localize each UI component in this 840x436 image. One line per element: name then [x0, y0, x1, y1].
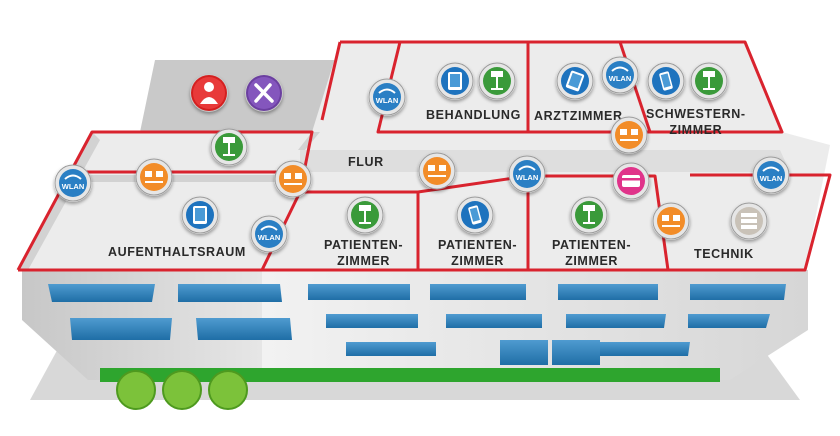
medical-cart-icon: [570, 196, 608, 234]
tools-icon: [245, 74, 283, 112]
wlan-label: WLAN: [376, 96, 399, 105]
room-label-flur: FLUR: [348, 155, 384, 169]
wlan-icon: WLAN: [368, 78, 406, 116]
medical-cart-icon: [346, 196, 384, 234]
medical-cart-icon: [210, 128, 248, 166]
room-label-patientenzimmer-c: PATIENTEN- ZIMMER: [552, 237, 631, 269]
room-label-arztzimmer: ARZTZIMMER: [534, 109, 623, 123]
medical-cart-icon: [690, 62, 728, 100]
wlan-label: WLAN: [516, 173, 539, 182]
wlan-icon: WLAN: [752, 156, 790, 194]
room-label-line: PATIENTEN-: [438, 238, 518, 252]
room-label-line: ZIMMER: [669, 123, 723, 137]
network-icon: [418, 152, 456, 190]
wlan-icon: WLAN: [54, 164, 92, 202]
network-icon: [610, 116, 648, 154]
wlan-icon: WLAN: [250, 215, 288, 253]
server-icon: [730, 202, 768, 240]
room-label-line: ZIMMER: [565, 254, 619, 268]
medical-cart-icon: [478, 62, 516, 100]
tablet-icon: [436, 62, 474, 100]
network-icon: [135, 158, 173, 196]
wlan-icon: WLAN: [508, 155, 546, 193]
lawn-strip: [100, 368, 720, 382]
doctor-person-icon: [190, 74, 228, 112]
room-label-behandlung: BEHANDLUNG: [426, 108, 521, 122]
room-label-line: SCHWESTERN-: [646, 107, 746, 121]
wlan-label: WLAN: [62, 182, 85, 191]
room-label-line: ZIMMER: [451, 254, 505, 268]
access-card-icon: [612, 162, 650, 200]
bushes: [116, 370, 248, 410]
room-label-aufenthaltsraum: AUFENTHALTSRAUM: [108, 245, 246, 259]
windows: [48, 284, 786, 365]
room-label-patientenzimmer-a: PATIENTEN- ZIMMER: [324, 237, 403, 269]
room-label-schwesternzimmer: SCHWESTERN- ZIMMER: [646, 106, 746, 138]
back-roof: [140, 60, 335, 150]
room-label-line: PATIENTEN-: [324, 238, 404, 252]
room-label-technik: TECHNIK: [694, 247, 754, 261]
network-icon: [274, 160, 312, 198]
room-label-patientenzimmer-b: PATIENTEN- ZIMMER: [438, 237, 517, 269]
smartphone-icon: [647, 62, 685, 100]
wlan-label: WLAN: [258, 233, 281, 242]
room-label-line: PATIENTEN-: [552, 238, 632, 252]
wlan-label: WLAN: [609, 74, 632, 83]
network-icon: [652, 202, 690, 240]
tablet-icon: [181, 196, 219, 234]
room-label-line: ZIMMER: [337, 254, 391, 268]
wlan-label: WLAN: [760, 174, 783, 183]
tablet-icon: [556, 62, 594, 100]
smartphone-icon: [456, 196, 494, 234]
wlan-icon: WLAN: [601, 56, 639, 94]
